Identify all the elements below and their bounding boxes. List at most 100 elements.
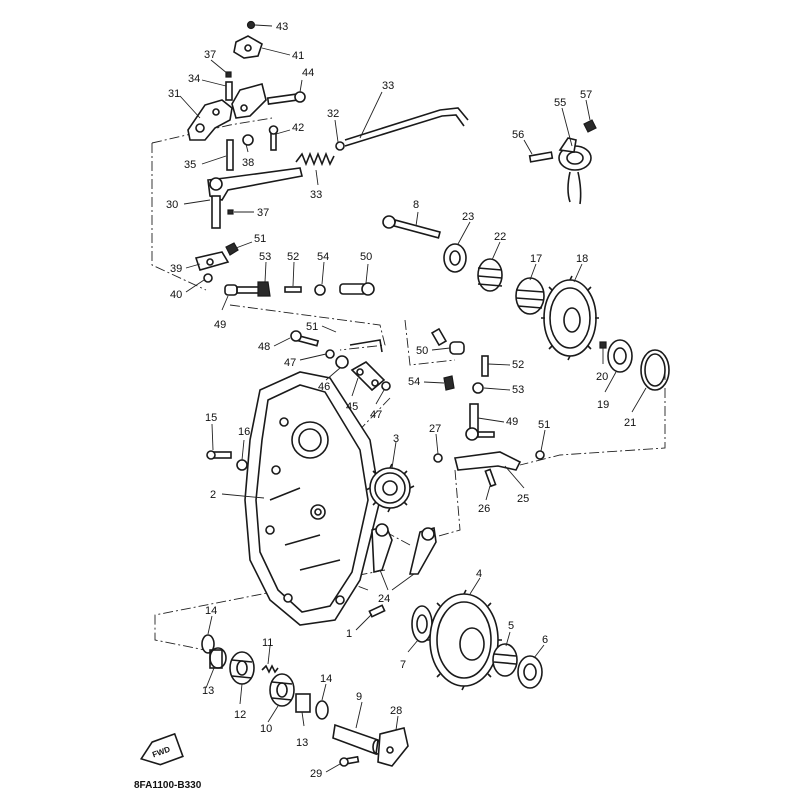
chain-case-part-2 xyxy=(244,371,381,626)
callout-45: 45 xyxy=(346,401,358,413)
callout-51-upper: 51 xyxy=(254,233,266,245)
callout-41: 41 xyxy=(292,50,304,62)
callout-44: 44 xyxy=(302,67,314,79)
callout-51-lower: 51 xyxy=(538,419,550,431)
callout-39: 39 xyxy=(170,263,182,275)
washer-part-14-lower xyxy=(315,700,329,720)
sprocket-part-3 xyxy=(365,463,415,513)
shaft-part-9 xyxy=(332,723,382,756)
callout-10: 10 xyxy=(260,723,272,735)
shift-lever-assembly xyxy=(187,20,306,283)
gear-part-12 xyxy=(229,651,255,685)
callout-21: 21 xyxy=(624,417,636,429)
callout-28: 28 xyxy=(390,705,402,717)
lower-left-shaft-assembly xyxy=(201,634,409,767)
callout-52-lower: 52 xyxy=(512,359,524,371)
callout-30: 30 xyxy=(166,199,178,211)
callout-54-lower: 54 xyxy=(408,376,420,388)
callout-56: 56 xyxy=(512,129,524,141)
callout-14-upper: 14 xyxy=(205,605,217,617)
diagram-code: 8FA1100-B330 xyxy=(134,780,202,791)
callout-7: 7 xyxy=(400,659,406,671)
circlip-part-21 xyxy=(640,349,670,391)
callout-8: 8 xyxy=(413,199,419,211)
callout-group: 43 41 37 44 34 31 33 32 42 38 35 33 30 3… xyxy=(166,21,647,780)
callout-6: 6 xyxy=(542,634,548,646)
washer-part-14-upper xyxy=(201,634,215,654)
callout-17: 17 xyxy=(530,253,542,265)
callout-50-upper: 50 xyxy=(360,251,372,263)
lever-part-41 xyxy=(233,35,263,59)
callout-18: 18 xyxy=(576,253,588,265)
callout-50-lower: 50 xyxy=(416,345,428,357)
callout-48: 48 xyxy=(258,341,270,353)
callout-20: 20 xyxy=(596,371,608,383)
callout-51-mid: 51 xyxy=(306,321,318,333)
callout-27: 27 xyxy=(429,423,441,435)
callout-33: 33 xyxy=(310,189,322,201)
callout-54-upper: 54 xyxy=(317,251,329,263)
callout-9: 9 xyxy=(356,691,362,703)
shift-rod-part-35 xyxy=(344,107,469,147)
callout-32: 32 xyxy=(327,108,339,120)
lower-gear-assembly xyxy=(411,589,543,691)
bolt-part-8 xyxy=(393,219,441,239)
callout-14-lower: 14 xyxy=(320,673,332,685)
case-bolts xyxy=(206,450,248,471)
tie-rod-linkage-upper xyxy=(224,281,375,297)
callout-26: 26 xyxy=(478,503,490,515)
bearing-part-13-lower xyxy=(295,693,311,713)
callout-12: 12 xyxy=(234,709,246,721)
callout-40: 40 xyxy=(170,289,182,301)
callout-5: 5 xyxy=(508,620,514,632)
upper-shaft-assembly xyxy=(382,215,670,391)
washer-part-23 xyxy=(443,243,467,273)
callout-16: 16 xyxy=(238,426,250,438)
link-plate-assembly xyxy=(290,330,391,392)
callout-29: 29 xyxy=(310,768,322,780)
callout-35: 33 xyxy=(382,80,394,92)
spring-part-22 xyxy=(477,258,503,292)
washer-part-7 xyxy=(411,605,433,643)
pin-part-1 xyxy=(368,604,386,618)
callout-47-right: 47 xyxy=(370,409,382,421)
bracket-part-31 xyxy=(187,99,233,141)
callout-55: 55 xyxy=(554,97,566,109)
bearing-part-5 xyxy=(492,643,518,677)
gear-part-4 xyxy=(426,589,502,691)
bearing-part-17 xyxy=(515,277,545,315)
callout-24: 24 xyxy=(378,593,390,605)
callout-57: 57 xyxy=(580,89,592,101)
gear-part-18 xyxy=(541,275,599,361)
callout-53-lower: 53 xyxy=(512,384,524,396)
callout-34: 34 xyxy=(188,73,200,85)
callout-31: 31 xyxy=(168,88,180,100)
callout-22: 22 xyxy=(494,231,506,243)
callout-4: 4 xyxy=(476,568,482,580)
nut-part-19 xyxy=(607,339,633,373)
callout-19: 19 xyxy=(597,399,609,411)
bracket-part-28 xyxy=(377,727,409,767)
callout-1: 1 xyxy=(346,628,352,640)
shift-forks-part-24 xyxy=(371,523,437,575)
sensor-assembly xyxy=(528,119,597,205)
callout-37-mid: 37 xyxy=(257,207,269,219)
callout-53-upper: 53 xyxy=(259,251,271,263)
callout-38: 38 xyxy=(242,157,254,169)
callout-43: 43 xyxy=(276,21,288,33)
spring-part-33 xyxy=(295,151,335,167)
tie-rod-linkage-lower xyxy=(430,327,545,460)
spring-part-11 xyxy=(261,664,279,674)
callout-46: 46 xyxy=(318,381,330,393)
callout-52-upper: 52 xyxy=(287,251,299,263)
callout-11: 11 xyxy=(262,637,273,649)
bearing-part-13-upper xyxy=(209,647,227,669)
callout-25: 25 xyxy=(517,493,529,505)
callout-49-upper: 49 xyxy=(214,319,226,331)
callout-49-lower: 49 xyxy=(506,416,518,428)
callout-15: 15 xyxy=(205,412,217,424)
callout-3: 3 xyxy=(393,433,399,445)
callout-23: 23 xyxy=(462,211,474,223)
seal-part-6 xyxy=(517,655,543,689)
